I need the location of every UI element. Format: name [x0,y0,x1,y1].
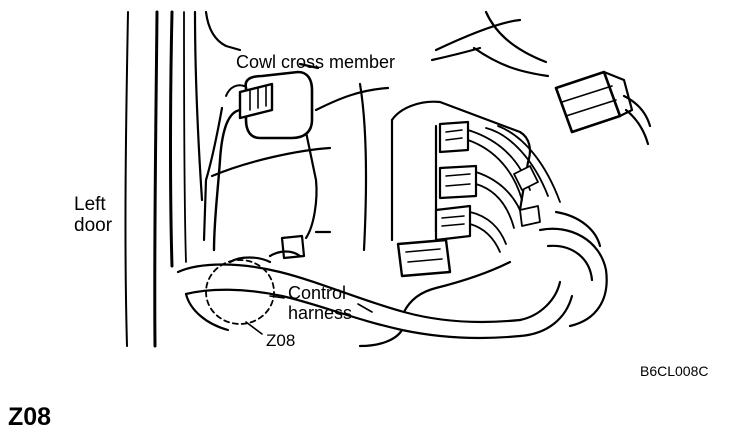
lower-connector [396,238,452,278]
cowl-cross-member [202,82,390,252]
right-harness [538,210,608,328]
label-left-door: Left door [74,194,112,237]
z08-location-circle [205,259,275,335]
label-control-harness-line2: harness [288,303,353,324]
label-connector-z08: Z08 [266,331,296,350]
dashboard-outline [204,10,550,78]
label-left-door-line1: Left [74,194,106,215]
upper-left-connector [212,70,314,252]
control-harness [176,256,574,348]
junction-block [390,100,531,242]
upper-right-connector [554,70,652,146]
figure-code: B6CL008C [640,363,709,379]
label-left-door-line2: door [74,215,113,237]
figure-caption: Z08 [8,403,52,431]
control-harness-leader [269,295,373,313]
label-control-harness: Control harness [288,283,352,323]
door-frame [124,10,204,348]
wire-bundle [467,125,561,253]
small-connector [268,234,306,260]
label-control-harness-line1: Control [288,283,347,303]
label-cowl-cross-member: Cowl cross member [236,52,396,72]
